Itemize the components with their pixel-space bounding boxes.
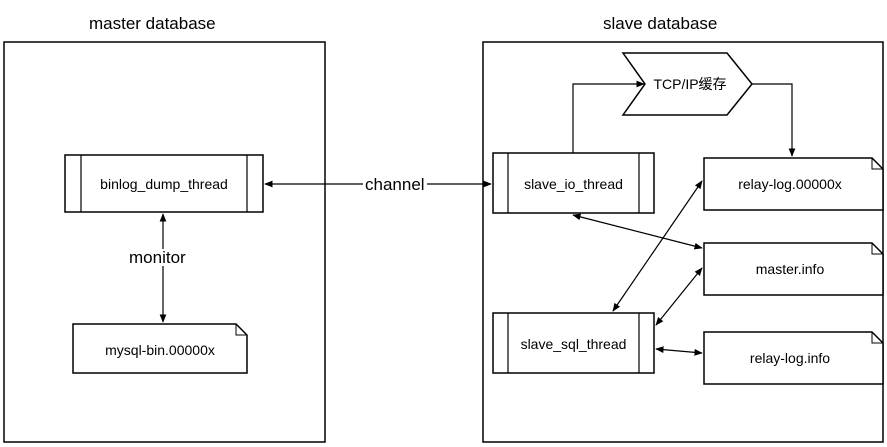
slave-database-box <box>482 41 884 443</box>
master-database-title: master database <box>89 14 216 33</box>
binlog-dump-thread-box <box>64 154 264 213</box>
io-to-masterinfo-connector <box>572 213 703 250</box>
cache-to-relaylog-connector <box>752 83 796 157</box>
tcp-ip-cache-label: TCP/IP缓存 <box>653 76 727 92</box>
sql-to-masterinfo-connector <box>655 267 703 326</box>
master-info-label: master.info <box>755 261 825 277</box>
master-database-box <box>3 41 326 443</box>
relay-log-note <box>703 157 884 211</box>
monitor-label: monitor <box>127 248 188 267</box>
relay-log-label: relay-log.00000x <box>738 176 842 192</box>
slave-database-title: slave database <box>603 14 718 33</box>
relay-log-info-label: relay-log.info <box>749 350 831 366</box>
sql-to-relayloginfo-connector <box>655 346 703 356</box>
slave-sql-thread-label: slave_sql_thread <box>520 336 627 352</box>
channel-label: channel <box>363 175 427 194</box>
slave-io-thread-label: slave_io_thread <box>524 176 623 192</box>
master-info-note <box>703 242 884 296</box>
io-to-cache-connector <box>572 80 645 153</box>
mysql-bin-note <box>72 323 248 374</box>
slave-sql-thread-box <box>492 312 655 374</box>
relay-log-info-note <box>703 331 884 385</box>
tcp-ip-cache-shape <box>621 52 753 116</box>
mysql-bin-label: mysql-bin.00000x <box>105 342 215 358</box>
sql-to-relaylog-connector <box>612 180 703 312</box>
binlog-dump-thread-label: binlog_dump_thread <box>100 176 228 192</box>
